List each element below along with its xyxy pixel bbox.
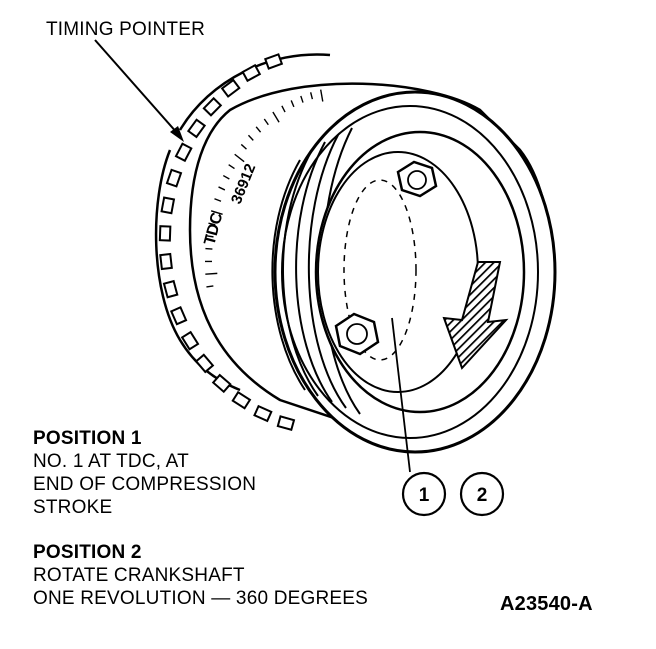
callout-2-number: 2 xyxy=(477,485,488,506)
timing-ring-tooth xyxy=(243,65,260,80)
timing-ring-tooth xyxy=(188,120,204,137)
upper-hex-bolt-icon xyxy=(398,162,436,196)
timing-ring-tooth xyxy=(162,198,174,214)
timing-ring-tooth xyxy=(176,144,191,161)
timing-pointer-label: TIMING POINTER xyxy=(46,18,205,41)
position-2-line: ROTATE CRANKSHAFT xyxy=(33,564,368,587)
timing-ring-tooth xyxy=(278,416,294,429)
timing-ring-tooth xyxy=(164,281,177,297)
figure-id: A23540-A xyxy=(500,593,593,616)
timing-ring-tooth xyxy=(254,406,271,421)
timing-ring-tooth xyxy=(160,226,170,240)
degree-tick xyxy=(205,273,217,274)
callout-2: 2 xyxy=(461,473,503,515)
degree-tick xyxy=(205,249,212,250)
timing-ring-tooth xyxy=(233,392,250,408)
degree-tick xyxy=(206,286,213,287)
timing-ring-tooth xyxy=(196,355,213,372)
timing-ring-tooth xyxy=(160,254,172,269)
timing-ring-tooth xyxy=(265,54,282,68)
pulley-front-face xyxy=(272,92,555,452)
callout-1-number: 1 xyxy=(419,485,430,506)
callout-1: 1 xyxy=(403,473,445,515)
timing-pointer-arrow xyxy=(95,40,184,142)
position-1-heading: POSITION 1 xyxy=(33,427,256,450)
position-1-line: END OF COMPRESSION xyxy=(33,473,256,496)
timing-ring-tooth xyxy=(167,170,181,186)
position-2-caption: POSITION 2 ROTATE CRANKSHAFT ONE REVOLUT… xyxy=(33,541,368,610)
timing-ring-tooth xyxy=(171,307,186,324)
timing-ring-tooth xyxy=(204,98,221,115)
position-2-line: ONE REVOLUTION — 360 DEGREES xyxy=(33,587,368,610)
position-2-heading: POSITION 2 xyxy=(33,541,368,564)
position-1-line: STROKE xyxy=(33,496,256,519)
position-1-caption: POSITION 1 NO. 1 AT TDC, AT END OF COMPR… xyxy=(33,427,256,519)
position-1-line: NO. 1 AT TDC, AT xyxy=(33,450,256,473)
